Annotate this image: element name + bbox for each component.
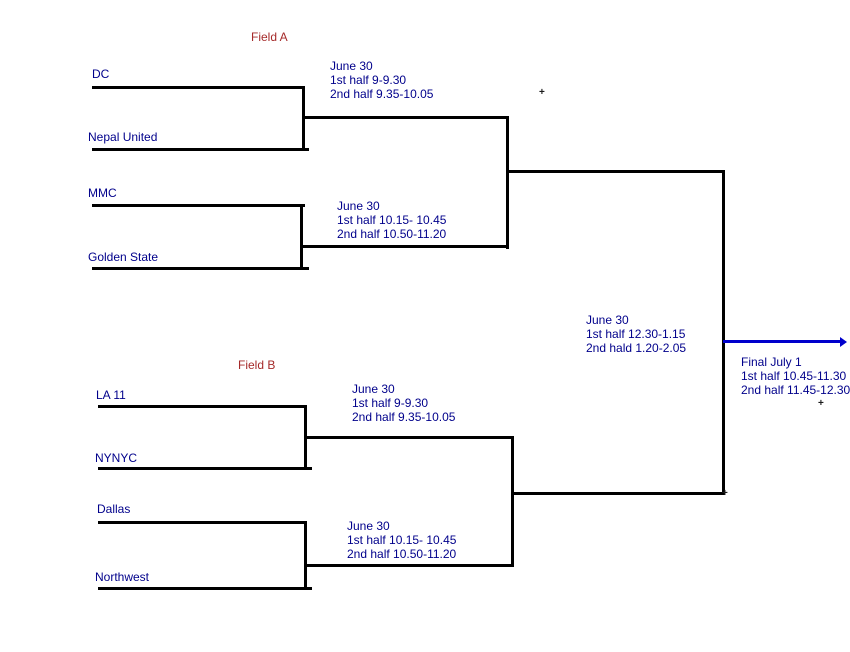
match-second-half: 2nd half 9.35-10.05 <box>352 410 456 424</box>
match-times-field-b-2: June 30 1st half 10.15- 10.45 2nd half 1… <box>347 519 456 561</box>
match-times-final: Final July 1 1st half 10.45-11.30 2nd ha… <box>741 355 850 397</box>
bracket-line-la-11 <box>98 405 307 408</box>
match-first-half: 1st half 12.30-1.15 <box>586 327 686 341</box>
team-label-dc: DC <box>92 67 110 81</box>
match-first-half: 1st half 10.15- 10.45 <box>337 213 447 227</box>
match-second-half: 2nd half 10.50-11.20 <box>347 547 457 561</box>
match-times-semifinal: June 30 1st half 12.30-1.15 2nd hald 1.2… <box>586 313 686 355</box>
match-second-half: 2nd half 10.50-11.20 <box>337 227 447 241</box>
field-b-label: Field B <box>238 358 276 372</box>
bracket-join-semifinal-a <box>506 116 509 249</box>
bracket-line-nepal-united <box>92 148 309 151</box>
bracket-line-semifinal-b-winner <box>511 492 725 495</box>
bracket-line-semifinal-a-winner <box>506 170 725 173</box>
team-label-dallas: Dallas <box>97 502 131 516</box>
field-a-label: Field A <box>251 30 288 44</box>
match-date: June 30 <box>330 59 373 73</box>
bracket-line-northwest <box>98 587 312 590</box>
match-date: Final July 1 <box>741 355 802 369</box>
match-times-field-b-1: June 30 1st half 9-9.30 2nd half 9.35-10… <box>352 382 455 424</box>
bracket-line-a1-winner <box>302 116 509 119</box>
bracket-join-a2 <box>300 204 303 270</box>
bracket-join-b2 <box>304 521 307 590</box>
bracket-line-dc <box>92 86 305 89</box>
match-date: June 30 <box>347 519 390 533</box>
plus-mark: + <box>539 87 545 98</box>
bracket-line-b1-winner <box>304 436 514 439</box>
team-label-nynyc: NYNYC <box>95 451 138 465</box>
team-label-la-11: LA 11 <box>96 388 126 402</box>
bracket-line-dallas <box>98 521 307 524</box>
match-first-half: 1st half 9-9.30 <box>352 396 429 410</box>
match-date: June 30 <box>337 199 380 213</box>
bracket-line-a2-winner <box>300 245 509 248</box>
match-date: June 30 <box>352 382 395 396</box>
bracket-line-b2-winner <box>304 564 514 567</box>
team-label-mmc: MMC <box>88 186 117 200</box>
plus-mark: + <box>722 488 728 499</box>
final-winner-line <box>723 340 841 343</box>
match-times-field-a-1: June 30 1st half 9-9.30 2nd half 9.35-10… <box>330 59 433 101</box>
match-date: June 30 <box>586 313 629 327</box>
bracket-line-mmc <box>92 204 305 207</box>
team-label-northwest: Northwest <box>95 570 150 584</box>
match-second-half: 2nd hald 1.20-2.05 <box>586 341 687 355</box>
match-first-half: 1st half 9-9.30 <box>330 73 407 87</box>
team-label-golden-state: Golden State <box>88 250 159 264</box>
bracket-line-golden-state <box>92 267 309 270</box>
team-label-nepal-united: Nepal United <box>88 130 158 144</box>
bracket-join-final <box>722 170 725 495</box>
match-second-half: 2nd half 11.45-12.30 <box>741 383 850 397</box>
plus-mark: + <box>818 398 824 409</box>
match-times-field-a-2: June 30 1st half 10.15- 10.45 2nd half 1… <box>337 199 446 241</box>
match-first-half: 1st half 10.45-11.30 <box>741 369 847 383</box>
bracket-line-nynyc <box>98 467 312 470</box>
bracket-join-semifinal-b <box>511 436 514 567</box>
match-first-half: 1st half 10.15- 10.45 <box>347 533 457 547</box>
match-second-half: 2nd half 9.35-10.05 <box>330 87 434 101</box>
final-winner-arrow <box>840 337 847 347</box>
